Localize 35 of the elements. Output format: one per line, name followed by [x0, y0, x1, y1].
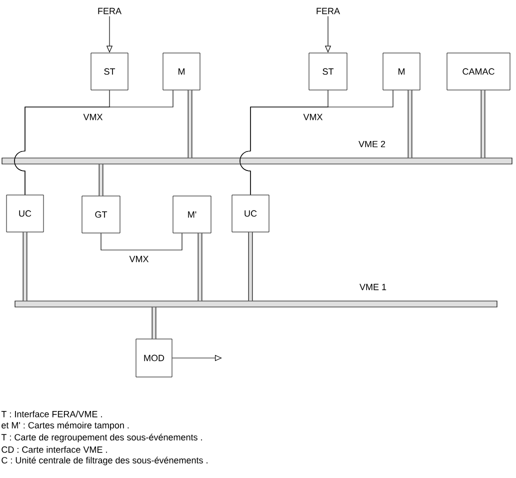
bus-label: VME 2 — [358, 140, 386, 148]
bus-connector — [188, 90, 192, 158]
bus-connector — [98, 164, 104, 196]
note: C : Unité centrale de filtrage des sous-événements . — [2, 456, 208, 466]
connector-line — [100, 232, 182, 250]
module-box: MOD — [136, 338, 172, 378]
note: T : Interface FERA/VME . — [1, 410, 102, 418]
module-box: M' — [172, 196, 212, 234]
note: T : Carte de regroupement des sous-événements . — [1, 434, 202, 442]
bus-connector — [248, 232, 253, 301]
bus-bar — [14, 300, 498, 308]
connector-line — [240, 90, 394, 196]
bus-connector — [152, 307, 156, 339]
module-box: UC — [6, 194, 44, 232]
edge-label: VMX — [82, 112, 104, 122]
module-box: GT — [82, 196, 120, 234]
bus-connector — [198, 233, 202, 301]
module-box: M — [382, 52, 420, 90]
module-box: ST — [90, 52, 128, 90]
bus-connector — [408, 90, 412, 158]
input-label: FERA — [316, 8, 340, 14]
bus-bar — [2, 158, 512, 164]
connector-line — [14, 90, 174, 196]
module-box: M — [162, 52, 200, 90]
module-box: CAMAC — [446, 52, 510, 90]
bus-connector — [480, 90, 486, 158]
module-box: ST — [308, 52, 348, 90]
bus-label: VME 1 — [360, 284, 386, 290]
module-box: UC — [232, 194, 270, 232]
edge-label: VMX — [302, 112, 324, 122]
edge-label: VMX — [128, 254, 150, 264]
input-label: FERA — [98, 8, 122, 14]
note: et M' : Cartes mémoire tampon . — [2, 422, 129, 430]
bus-connector — [22, 232, 28, 301]
note: CD : Carte interface VME . — [2, 446, 107, 453]
